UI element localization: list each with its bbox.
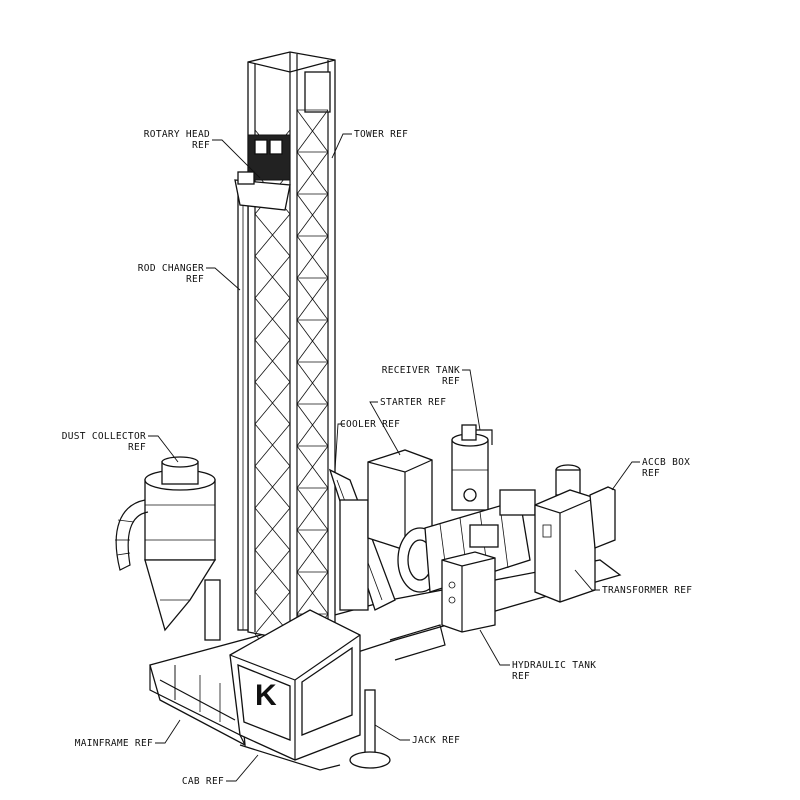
hydraulic-tank <box>441 551 496 633</box>
cab-logo: K <box>255 679 277 712</box>
rotary-head <box>234 134 291 211</box>
tower-brace <box>296 445 329 489</box>
tower-brace <box>254 255 291 299</box>
tower-brace <box>296 235 329 279</box>
tower-brace <box>254 591 291 635</box>
tower-brace <box>296 571 329 615</box>
tower-brace <box>254 339 291 383</box>
label-tower: TOWER REF <box>354 129 408 140</box>
cab: K <box>229 609 361 761</box>
leader-lines <box>148 133 640 782</box>
cooler <box>328 468 396 611</box>
transformer <box>534 486 616 603</box>
label-mainframe: MAINFRAME REF <box>75 738 153 749</box>
tower-brace <box>254 213 291 257</box>
tower-brace <box>296 193 329 237</box>
label-starter: STARTER REF <box>380 397 446 408</box>
label-cab: CAB REF <box>182 776 224 787</box>
tower-brace <box>254 423 291 467</box>
tower-brace <box>254 297 291 341</box>
tower-brace <box>296 361 329 405</box>
tower-brace <box>296 319 329 363</box>
tower-brace <box>254 381 291 425</box>
tower-brace <box>296 277 329 321</box>
tower-brace <box>296 109 329 153</box>
dust-collector <box>115 456 221 641</box>
jack <box>349 689 391 769</box>
tower-brace <box>296 403 329 447</box>
tower-brace <box>254 549 291 593</box>
label-cooler: COOLER REF <box>340 419 400 430</box>
tower-brace <box>254 507 291 551</box>
receiver-tank <box>451 424 493 511</box>
tower-brace <box>254 465 291 509</box>
label-jack: JACK REF <box>412 735 460 746</box>
tower-brace <box>296 151 329 195</box>
tower-brace <box>296 529 329 573</box>
tower-brace <box>296 487 329 531</box>
label-transformer: TRANSFORMER REF <box>602 585 692 596</box>
